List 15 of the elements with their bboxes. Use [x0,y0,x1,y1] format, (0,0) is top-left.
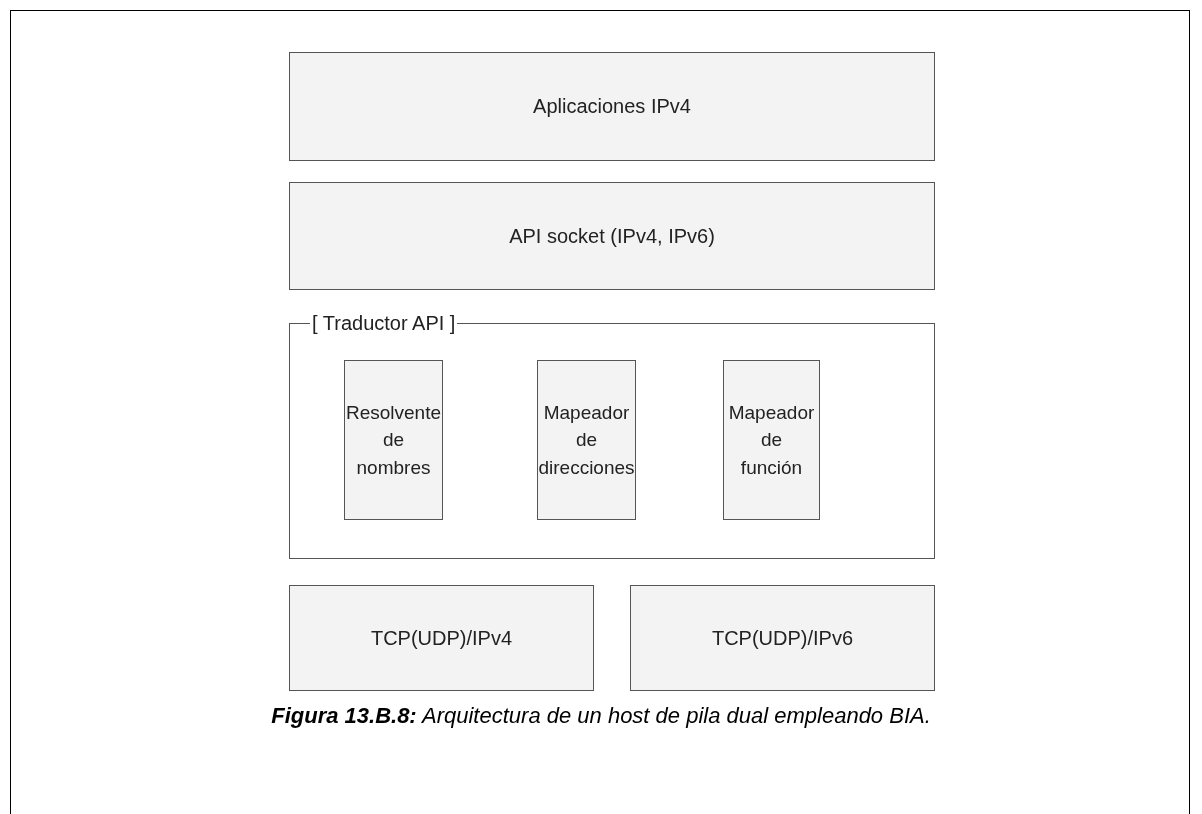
figure-caption: Figura 13.B.8: Arquitectura de un host de pila dual empleando BIA. [270,703,932,729]
layer-box [723,360,820,520]
layer-box [289,585,594,691]
box-label: Resolvente de nombres [344,400,443,480]
box-label: TCP(UDP)/IPv4 [369,625,514,651]
box-label: Mapeador de función [727,400,816,480]
layer-box [630,585,935,691]
box-label: API socket (IPv4, IPv6) [508,223,716,249]
box-label: TCP(UDP)/IPv6 [710,625,855,651]
layer-box [289,52,935,161]
layer-box [344,360,443,520]
box-label: Aplicaciones IPv4 [532,94,692,119]
box-label: Mapeador de direcciones [537,400,636,480]
layer-box [289,182,935,290]
layer-box [537,360,636,520]
